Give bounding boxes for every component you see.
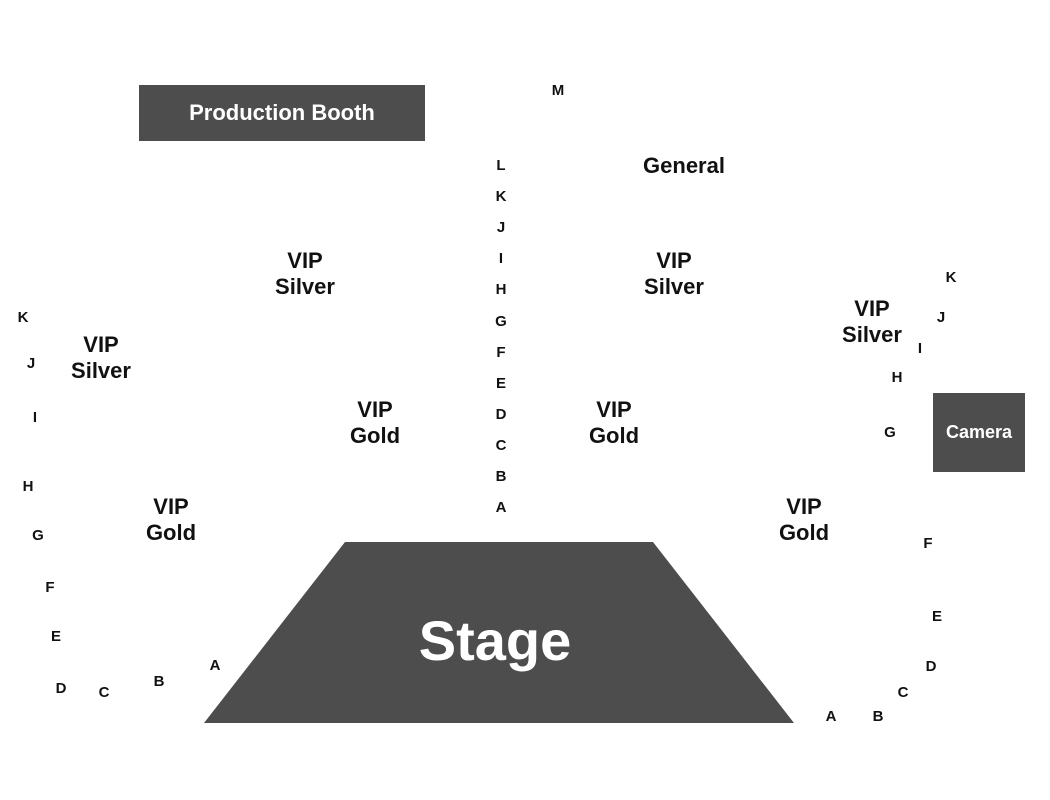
section-level-label: Silver bbox=[275, 274, 335, 299]
section-tier-label: VIP bbox=[153, 494, 189, 519]
row-label-center: G bbox=[495, 313, 507, 330]
row-label-left: C bbox=[98, 684, 110, 701]
section-tier-label: VIP bbox=[357, 397, 393, 422]
row-label-right: J bbox=[936, 309, 946, 326]
row-label-left: H bbox=[22, 478, 34, 495]
row-label-right: I bbox=[917, 340, 923, 357]
stage-shape[interactable] bbox=[204, 542, 794, 723]
row-label-center-m: M bbox=[551, 82, 565, 99]
section-level-label: Gold bbox=[349, 423, 401, 448]
row-label-right: G bbox=[884, 424, 896, 441]
camera-area[interactable]: Camera bbox=[933, 393, 1025, 472]
row-label-left: F bbox=[45, 579, 55, 596]
row-label-right: E bbox=[931, 608, 943, 625]
section-vip-silver-center-right[interactable]: VIP Silver bbox=[604, 248, 744, 300]
section-general-label: General bbox=[643, 153, 725, 178]
row-label-right: H bbox=[891, 369, 903, 386]
row-label-left: G bbox=[32, 527, 44, 544]
row-label-center: E bbox=[495, 375, 507, 392]
section-vip-gold-center-right[interactable]: VIP Gold bbox=[544, 397, 684, 449]
stage-label: Stage bbox=[418, 608, 572, 672]
section-tier-label: VIP bbox=[854, 296, 890, 321]
production-booth[interactable]: Production Booth bbox=[139, 85, 425, 141]
row-label-center: H bbox=[495, 281, 507, 298]
row-label-right: B bbox=[872, 708, 884, 725]
row-label-left: J bbox=[26, 355, 36, 372]
row-label-center: J bbox=[496, 219, 506, 236]
row-label-right: K bbox=[945, 269, 957, 286]
section-level-label: Gold bbox=[778, 520, 830, 545]
row-label-center: B bbox=[495, 468, 507, 485]
row-label-center: I bbox=[498, 250, 504, 267]
row-label-left: B bbox=[153, 673, 165, 690]
section-level-label: Gold bbox=[145, 520, 197, 545]
row-label-center: C bbox=[495, 437, 507, 454]
row-label-center: A bbox=[495, 499, 507, 516]
row-label-center: L bbox=[496, 157, 506, 174]
section-vip-gold-right[interactable]: VIP Gold bbox=[734, 494, 874, 546]
row-label-left: I bbox=[32, 409, 38, 426]
row-label-right: D bbox=[925, 658, 937, 675]
row-label-left: K bbox=[17, 309, 29, 326]
row-label-left: E bbox=[50, 628, 62, 645]
row-label-right: A bbox=[825, 708, 837, 725]
section-tier-label: VIP bbox=[786, 494, 822, 519]
section-vip-silver-left[interactable]: VIP Silver bbox=[31, 332, 171, 384]
section-tier-label: VIP bbox=[83, 332, 119, 357]
section-level-label: Silver bbox=[842, 322, 902, 347]
section-level-label: Silver bbox=[71, 358, 131, 383]
section-level-label: Silver bbox=[644, 274, 704, 299]
row-label-right: F bbox=[923, 535, 933, 552]
section-vip-gold-center-left[interactable]: VIP Gold bbox=[305, 397, 445, 449]
row-label-left: D bbox=[55, 680, 67, 697]
section-vip-silver-center-left[interactable]: VIP Silver bbox=[235, 248, 375, 300]
section-vip-silver-right[interactable]: VIP Silver bbox=[802, 296, 942, 348]
section-tier-label: VIP bbox=[287, 248, 323, 273]
section-level-label: Gold bbox=[588, 423, 640, 448]
row-label-right: C bbox=[897, 684, 909, 701]
section-tier-label: VIP bbox=[596, 397, 632, 422]
row-label-center: K bbox=[495, 188, 507, 205]
row-label-center: F bbox=[496, 344, 506, 361]
row-label-center: D bbox=[495, 406, 507, 423]
row-label-left: A bbox=[209, 657, 221, 674]
section-vip-gold-left[interactable]: VIP Gold bbox=[101, 494, 241, 546]
section-general[interactable]: General bbox=[614, 153, 754, 179]
section-tier-label: VIP bbox=[656, 248, 692, 273]
